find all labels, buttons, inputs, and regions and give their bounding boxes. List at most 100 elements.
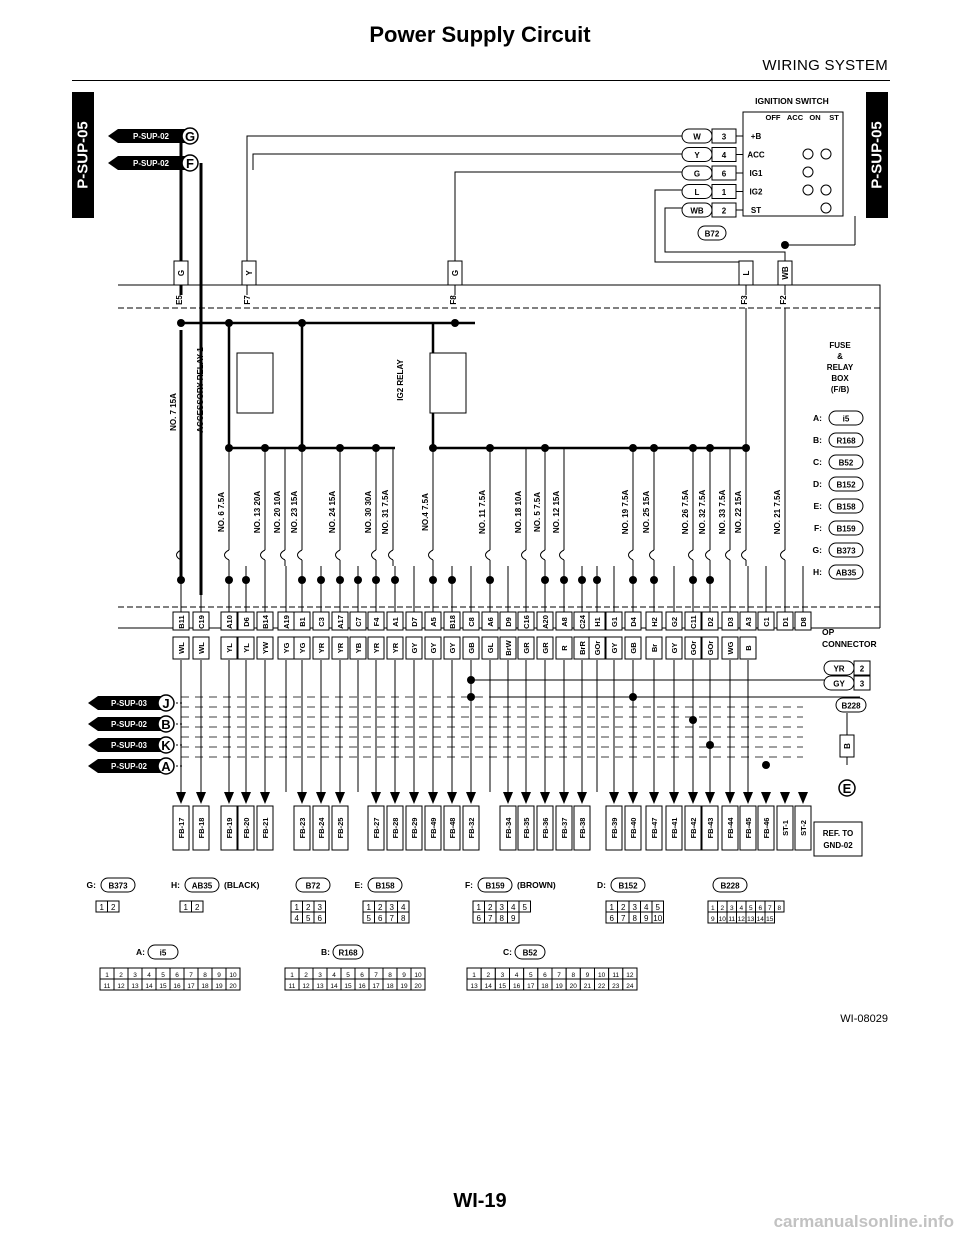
fb-input-color-box bbox=[447, 260, 463, 286]
left-ref-2-circle-letter: K bbox=[161, 738, 171, 753]
conn-view-name bbox=[712, 877, 748, 893]
output-pin-box bbox=[645, 611, 663, 631]
left-ref-3-circle bbox=[157, 757, 175, 775]
junction-dot bbox=[261, 444, 269, 452]
fb-input-color-box bbox=[738, 260, 754, 286]
conn-pin-number: 6 bbox=[360, 972, 364, 979]
output-pin: D2 bbox=[706, 617, 715, 627]
conn-pin-number: 5 bbox=[523, 903, 528, 912]
fb-destination: FB-32 bbox=[467, 818, 476, 839]
fb-dest-box bbox=[499, 805, 517, 851]
fb-arrow bbox=[761, 792, 771, 804]
conn-pin-number: 4 bbox=[511, 903, 516, 912]
fuse-label: NO. 32 7.5A bbox=[698, 490, 707, 535]
junction-dot bbox=[225, 576, 233, 584]
fb-dest-box bbox=[386, 805, 404, 851]
conn-view-name bbox=[295, 877, 331, 893]
fb-arrow bbox=[428, 792, 438, 804]
switch-pin-box bbox=[711, 128, 737, 144]
conn-pin-number: 8 bbox=[777, 905, 781, 912]
fuse-label: NO. 33 7.5A bbox=[718, 490, 727, 535]
output-color: YL bbox=[225, 643, 234, 653]
ground-color: B bbox=[843, 743, 852, 749]
fuse-symbol bbox=[705, 549, 711, 561]
output-color-box bbox=[424, 636, 442, 660]
output-color: WL bbox=[177, 642, 186, 654]
conn-pin-cell bbox=[225, 978, 241, 991]
conn-pin-number: 1 bbox=[711, 905, 715, 912]
fuse-label: NO. 30 30A bbox=[364, 491, 373, 533]
output-color: GY bbox=[410, 643, 419, 654]
output-color: YG bbox=[282, 642, 291, 653]
fuse-symbol bbox=[297, 549, 303, 561]
conn-pin-number: 14 bbox=[145, 983, 153, 990]
fb-arrow bbox=[335, 792, 345, 804]
conn-pin-number: 3 bbox=[501, 972, 505, 979]
junction-dot bbox=[560, 576, 568, 584]
conn-pin-number: 9 bbox=[644, 914, 649, 923]
fb-destination: FB-42 bbox=[689, 818, 698, 839]
conn-pin-number: 5 bbox=[161, 972, 165, 979]
left-ref-3-circle-letter: A bbox=[161, 759, 171, 774]
conn-pin-number: 7 bbox=[557, 972, 561, 979]
left-ref-3 bbox=[88, 759, 164, 773]
conn-pin-cell bbox=[507, 911, 520, 924]
output-color: GOr bbox=[689, 641, 698, 656]
left-ref-1-label: P-SUP-02 bbox=[111, 720, 148, 729]
output-pin-box bbox=[624, 611, 642, 631]
conn-pin-number: 13 bbox=[747, 916, 755, 923]
switch-wire-color: L bbox=[695, 188, 700, 197]
output-pin-box bbox=[293, 611, 311, 631]
output-pin-box bbox=[386, 611, 404, 631]
fb-dest-box bbox=[517, 805, 535, 851]
output-pin-box bbox=[776, 611, 794, 631]
output-color: GL bbox=[486, 642, 495, 653]
legend-key: H: bbox=[813, 567, 822, 577]
conn-pin-number: 1 bbox=[367, 903, 372, 912]
output-color-box bbox=[721, 636, 739, 660]
conn-pin-number: 4 bbox=[739, 905, 743, 912]
conn-pin-cell bbox=[518, 900, 531, 913]
output-color-box bbox=[517, 636, 535, 660]
conn-pin-number: 4 bbox=[515, 972, 519, 979]
output-color: WG bbox=[726, 641, 735, 654]
fb-input-color-box bbox=[241, 260, 257, 286]
fb-destination: FB-40 bbox=[629, 818, 638, 839]
conn-pin-cell bbox=[397, 911, 410, 924]
conn-view-name-text: i5 bbox=[160, 949, 167, 958]
left-ref-2-label: P-SUP-03 bbox=[111, 741, 148, 750]
junction-dot bbox=[706, 576, 714, 584]
conn-pin-number: 12 bbox=[738, 916, 746, 923]
output-pin: A17 bbox=[336, 615, 345, 629]
output-color-box bbox=[588, 636, 606, 660]
output-color-box bbox=[499, 636, 517, 660]
fb-destination: FB-48 bbox=[448, 818, 457, 839]
junction-dot bbox=[317, 576, 325, 584]
fuse-label: NO. 7 15A bbox=[169, 393, 178, 431]
output-color: R bbox=[560, 645, 569, 651]
fb-dest-box bbox=[312, 805, 330, 851]
conn-view-key: D: bbox=[597, 880, 606, 890]
fb-dest-box bbox=[555, 805, 573, 851]
fb-destination: FB-43 bbox=[706, 818, 715, 839]
fb-destination: FB-35 bbox=[522, 818, 531, 839]
page-number: WI-19 bbox=[453, 1190, 507, 1212]
output-color-box bbox=[405, 636, 423, 660]
junction-dot bbox=[451, 319, 459, 327]
junction-dot bbox=[298, 444, 306, 452]
output-color-box bbox=[481, 636, 499, 660]
conn-pin-number: 15 bbox=[344, 983, 352, 990]
fb-destination: FB-29 bbox=[410, 818, 419, 839]
junction-dot bbox=[650, 576, 658, 584]
output-color-box bbox=[701, 636, 719, 660]
legend-key: B: bbox=[813, 435, 822, 445]
conn-pin-number: 3 bbox=[633, 903, 638, 912]
conn-pin-number: 18 bbox=[541, 983, 549, 990]
fb-arrow bbox=[521, 792, 531, 804]
switch-terminal-label: IG1 bbox=[750, 169, 763, 178]
legend-connector-text: B373 bbox=[836, 547, 856, 556]
conn-pin-cell bbox=[622, 978, 638, 991]
conn-pin-number: 7 bbox=[768, 905, 772, 912]
fb-dest-box bbox=[721, 805, 739, 851]
output-color: GY bbox=[429, 643, 438, 654]
